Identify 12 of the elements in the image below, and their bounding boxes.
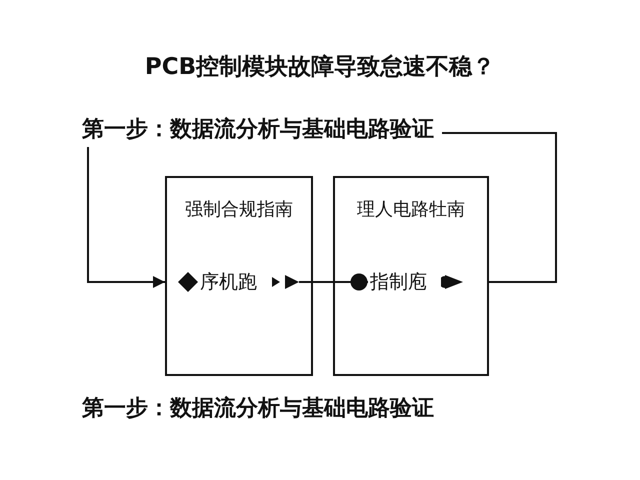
step-label: 第一步：数据流分析与基础电路验证 bbox=[82, 398, 434, 420]
item-label: 序机跑 bbox=[200, 271, 257, 293]
box-heading: 强制合规指南 bbox=[184, 199, 294, 221]
box-heading: 理人电路牡南 bbox=[356, 199, 466, 221]
item-label: 指制庖 bbox=[370, 271, 427, 293]
step-heading: 第一步：数据流分析与基础电路验证 bbox=[80, 119, 442, 147]
connector-line bbox=[299, 274, 368, 290]
connector-line bbox=[442, 132, 557, 283]
arrow bbox=[87, 147, 165, 288]
diagram-title: PCB控制模块故障导致怠速不稳？ bbox=[144, 55, 496, 79]
process-box bbox=[333, 176, 489, 376]
process-box bbox=[165, 176, 313, 376]
